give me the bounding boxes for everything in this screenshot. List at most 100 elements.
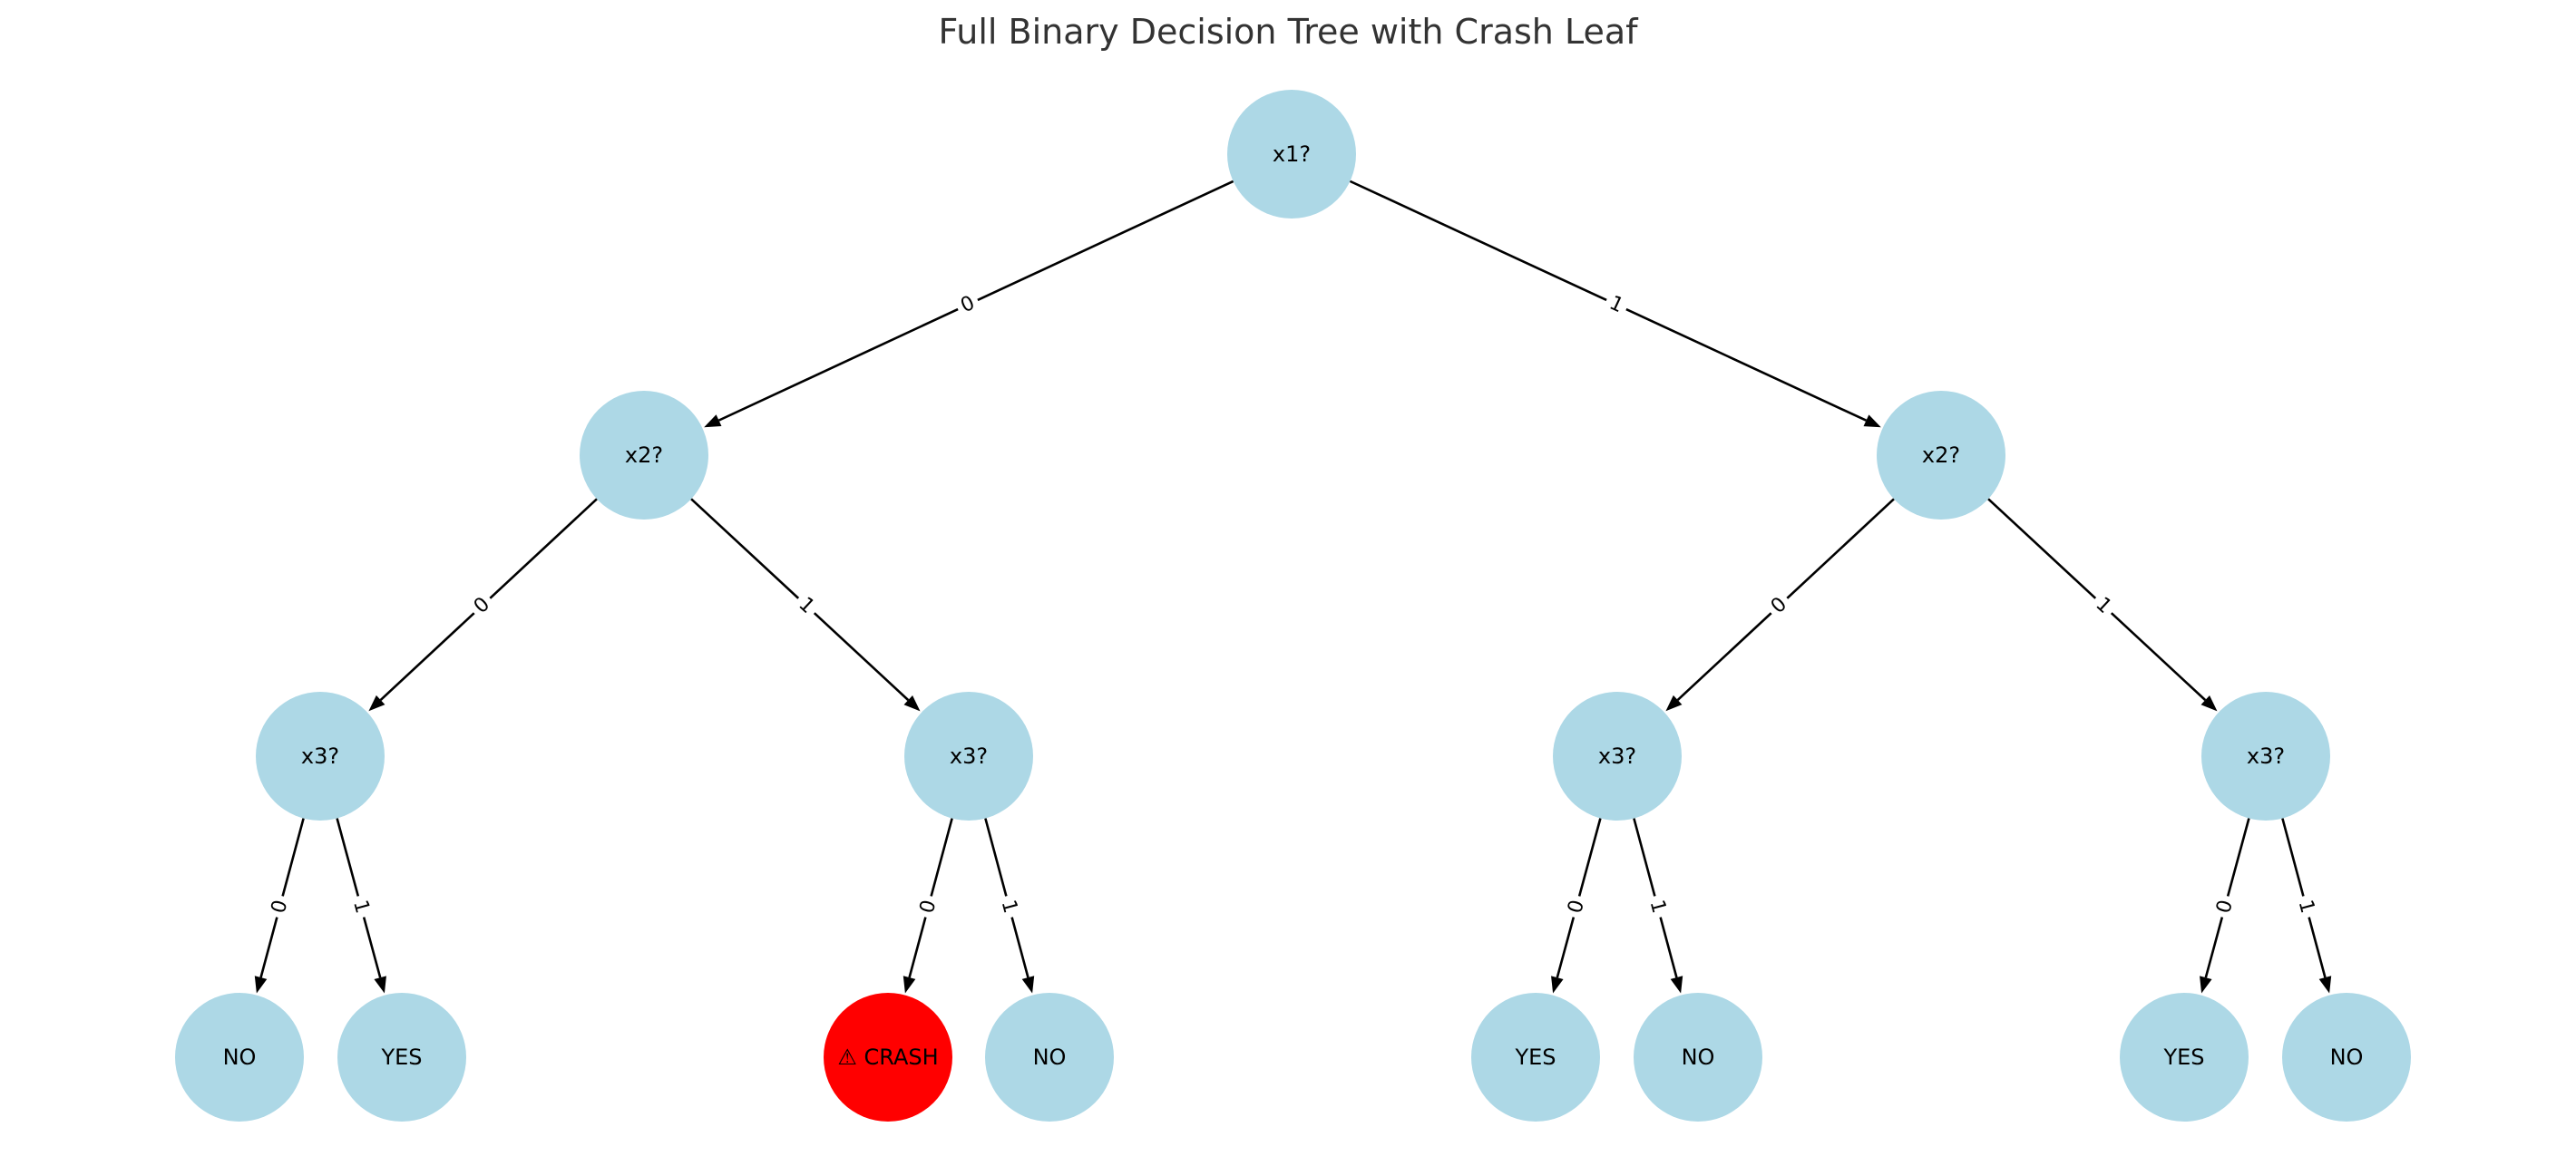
arrowhead-icon [1670, 976, 1683, 994]
decision-node-n00: x3? [256, 692, 385, 821]
arrowhead-icon [368, 695, 385, 712]
edge-label: 1 [348, 898, 374, 916]
node-label: YES [2162, 1045, 2204, 1070]
node-label: YES [1514, 1045, 1556, 1070]
edge-label-group: 1 [992, 892, 1026, 921]
nodes-layer: x1? x2? x2? x3? x3? x3? x3? NO YES ⚠ CRASH NO YES NO… [175, 90, 2411, 1122]
node-circle [256, 692, 385, 821]
edge-label-background [1600, 287, 1633, 322]
edge-label-background [1560, 892, 1593, 921]
node-circle [2120, 993, 2249, 1122]
arrowhead-icon [903, 976, 916, 994]
diagram-title: Full Binary Decision Tree with Crash Lea… [938, 12, 1639, 52]
node-label: NO [1682, 1045, 1715, 1070]
edge-label-background [2209, 892, 2241, 921]
arrowhead-icon [1551, 976, 1564, 994]
arrowhead-icon [704, 414, 722, 428]
edge-n1-n10: 0 [1665, 498, 1895, 712]
node-label: x3? [301, 743, 339, 769]
edge-n1-n11: 1 [1987, 498, 2218, 712]
decision-node-n0: x2? [580, 391, 708, 520]
node-circle [175, 993, 304, 1122]
node-label: x3? [2247, 743, 2285, 769]
edge-n10-n100: 0 [1551, 818, 1602, 994]
node-circle [337, 993, 466, 1122]
edge-n11-n111: 1 [2281, 818, 2332, 994]
edge-label-background [464, 588, 500, 624]
node-circle [1634, 993, 1762, 1122]
arrowhead-icon [1863, 414, 1881, 428]
edge-n0-n01: 1 [690, 498, 921, 712]
edge-label-background [2086, 588, 2121, 624]
edge-label-group: 1 [2289, 892, 2323, 921]
leaf-node-n111: NO [2282, 993, 2411, 1122]
edge-label: 0 [268, 898, 293, 916]
edge-label-group: 0 [951, 287, 984, 322]
arrowhead-icon [903, 695, 921, 712]
edge-label: 0 [2212, 898, 2238, 916]
leaf-node-n100: YES [1471, 993, 1600, 1122]
node-label: x2? [1922, 442, 1960, 468]
edge-label-background [1641, 892, 1674, 921]
node-label: x1? [1273, 141, 1311, 167]
edge-n01-n010: 0 [903, 818, 953, 994]
edge-label-group: 1 [1600, 287, 1633, 322]
edge-root-n0: 0 [704, 180, 1234, 428]
node-circle [2282, 993, 2411, 1122]
leaf-node-n101: NO [1634, 993, 1762, 1122]
leaf-node-n001: YES [337, 993, 466, 1122]
node-label: NO [2330, 1045, 2364, 1070]
edge-n00-n000: 0 [254, 818, 305, 994]
edge-label-background [263, 892, 297, 921]
arrowhead-icon [1021, 976, 1035, 994]
leaf-node-n011: NO [985, 993, 1114, 1122]
edge-label: 0 [1564, 898, 1589, 916]
arrowhead-icon [374, 976, 386, 994]
edge-n11-n110: 0 [2200, 818, 2250, 994]
edge-n01-n011: 1 [984, 818, 1035, 994]
decision-node-n11: x3? [2201, 692, 2330, 821]
edge-label-group: 0 [1560, 892, 1593, 921]
edge-n00-n001: 1 [336, 818, 386, 994]
leaf-node-n000: NO [175, 993, 304, 1122]
edge-label: 0 [916, 898, 942, 916]
node-label: x3? [1598, 743, 1636, 769]
edge-label-background [992, 892, 1026, 921]
node-circle [1227, 90, 1356, 219]
node-circle [2201, 692, 2330, 821]
decision-node-root: x1? [1227, 90, 1356, 219]
edge-label-group: 0 [2209, 892, 2241, 921]
edge-n10-n101: 1 [1633, 818, 1683, 994]
node-circle [1553, 692, 1682, 821]
decision-node-n01: x3? [904, 692, 1033, 821]
node-circle [904, 692, 1033, 821]
node-circle [580, 391, 708, 520]
node-label: x3? [950, 743, 988, 769]
crash-leaf-node-n010: ⚠ CRASH [824, 993, 952, 1122]
arrowhead-icon [2200, 976, 2212, 994]
arrowhead-icon [2200, 695, 2218, 712]
node-label: NO [223, 1045, 257, 1070]
node-circle [1877, 391, 2005, 520]
node-label: NO [1033, 1045, 1067, 1070]
edge-label-group: 1 [1641, 892, 1674, 921]
edge-label-background [789, 588, 824, 624]
node-circle [985, 993, 1114, 1122]
decision-node-n1: x2? [1877, 391, 2005, 520]
edge-label-background [1761, 588, 1797, 624]
edge-label-group: 1 [345, 892, 377, 921]
node-label: YES [380, 1045, 422, 1070]
edge-label-background [2289, 892, 2323, 921]
edge-label: 1 [997, 898, 1022, 916]
edge-n0-n00: 0 [368, 498, 598, 712]
edge-label-background [345, 892, 377, 921]
node-label: ⚠ CRASH [837, 1045, 938, 1070]
arrowhead-icon [254, 976, 268, 994]
node-circle [1471, 993, 1600, 1122]
edge-label-background [951, 287, 984, 322]
edge-label-group: 0 [263, 892, 297, 921]
edge-label-background [912, 892, 945, 921]
leaf-node-n110: YES [2120, 993, 2249, 1122]
